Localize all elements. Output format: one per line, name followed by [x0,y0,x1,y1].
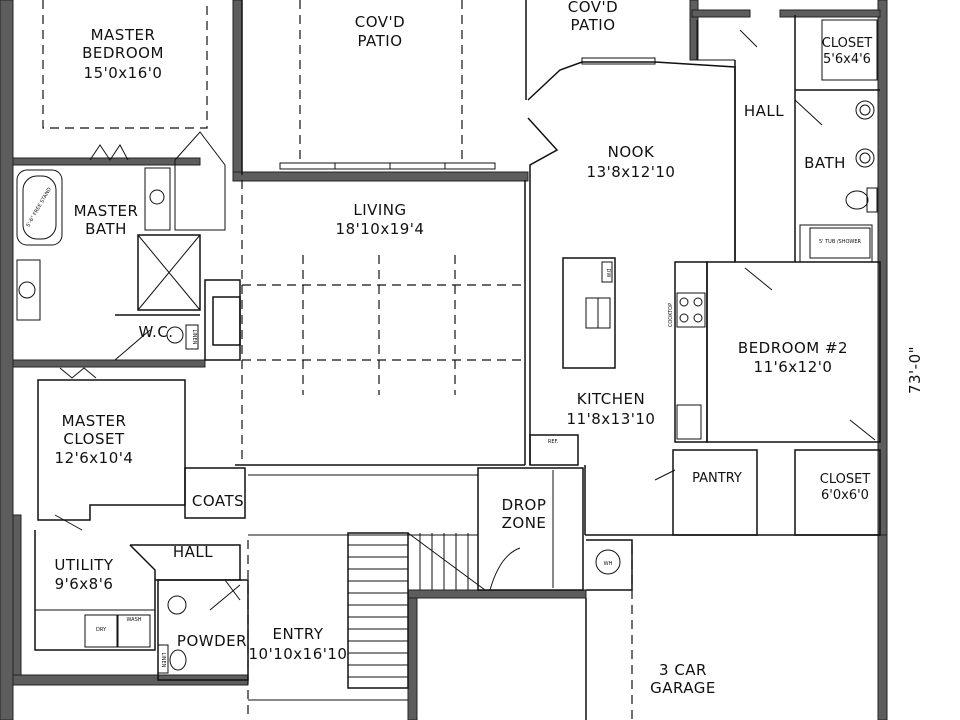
master-bedroom-dims: 15'0x16'0 [84,64,163,82]
linen-label-wc: LINEN [191,330,197,345]
closet-top-label: CLOSET [822,36,873,51]
master-closet-label-1: MASTER [62,412,127,430]
utility-label: UTILITY [54,556,114,574]
entry-dims: 10'10x16'10 [249,645,348,663]
living-label: LIVING [353,201,406,219]
master-closet-dims: 12'6x10'4 [55,449,134,467]
wash-label: WASH [126,617,141,623]
master-bedroom-label-2: BEDROOM [82,44,164,62]
kitchen-dims: 11'8x13'10 [567,410,656,428]
bath-label: BATH [804,154,846,172]
hall-left-label: HALL [173,543,213,561]
nook-dims: 13'8x12'10 [587,163,676,181]
exterior-walls [0,0,888,720]
interior-walls [16,0,881,720]
closet-top-dims: 5'6x4'6 [823,52,871,67]
dw-label: DW [605,269,611,278]
patio-left-label-2: PATIO [357,32,402,50]
hall-right-label: HALL [744,102,784,120]
bedroom2-dims: 11'6x12'0 [754,358,833,376]
kitchen-label: KITCHEN [577,390,646,408]
master-bedroom-label-1: MASTER [91,26,156,44]
stair-treads [348,544,408,678]
drop-zone-label-1: DROP [502,496,547,514]
living-dims: 18'10x19'4 [336,220,425,238]
closet-bottom-label: CLOSET [820,472,871,487]
drop-zone-label-2: ZONE [502,514,547,532]
garage-label-1: 3 CAR [659,661,707,679]
master-closet-label-2: CLOSET [63,430,125,448]
entry-label: ENTRY [273,625,324,643]
patio-left-label-1: COV'D [355,13,405,31]
patio-right-label-1: COV'D [568,0,618,16]
cooktop-label: COOKTOP [668,303,674,327]
tub-shower-label: 5' TUB /SHOWER [819,239,862,245]
ref-label: REF. [548,439,559,445]
patio-right-label-2: PATIO [570,16,615,34]
closet-bottom-dims: 6'0x6'0 [821,488,869,503]
wh-label: WH [604,561,613,567]
powder-label: POWDER [177,632,247,650]
bedroom2-label: BEDROOM #2 [738,339,848,357]
overall-depth-dimension: 73'-0" [906,346,924,394]
pantry-label: PANTRY [692,471,742,486]
freestand-tub-label: 5'-6" FREE STAND [25,187,53,229]
linen-label-powder: LINEN [160,653,166,668]
utility-dims: 9'6x8'6 [55,575,114,593]
room-labels: MASTER BEDROOM 15'0x16'0 COV'D PATIO COV… [54,0,924,697]
master-bath-label-1: MASTER [74,202,139,220]
garage-label-2: GARAGE [650,679,716,697]
master-bath-label-2: BATH [85,220,127,238]
wc-label: W.C. [138,323,173,341]
dry-label: DRY [96,627,107,633]
coats-label: COATS [192,492,244,510]
nook-label: NOOK [608,143,655,161]
